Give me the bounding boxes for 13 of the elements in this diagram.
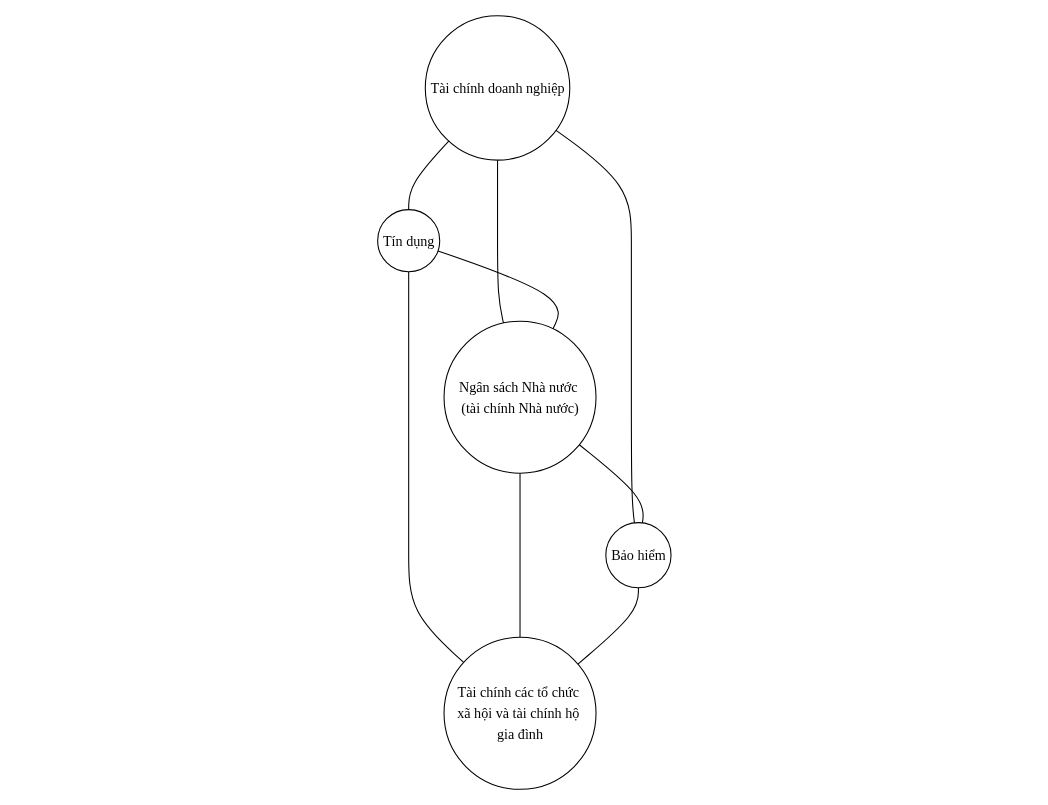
node-circle: Tín dụng bbox=[376, 209, 440, 273]
connector bbox=[407, 140, 449, 211]
connector bbox=[437, 250, 559, 330]
connector bbox=[578, 444, 644, 524]
node-circle: Tài chính các tổ chức xã hội và tài chính hộ gia đình bbox=[443, 636, 597, 790]
connector bbox=[555, 129, 635, 524]
connector bbox=[577, 587, 639, 665]
connector bbox=[496, 159, 504, 324]
connector bbox=[407, 271, 464, 663]
connector bbox=[519, 472, 521, 638]
node-circle: Bảo hiểm bbox=[604, 522, 672, 589]
node-circle: Ngân sách Nhà nước (tài chính Nhà nước) bbox=[443, 320, 597, 474]
node-circle: Tài chính doanh nghiệp bbox=[424, 15, 570, 161]
